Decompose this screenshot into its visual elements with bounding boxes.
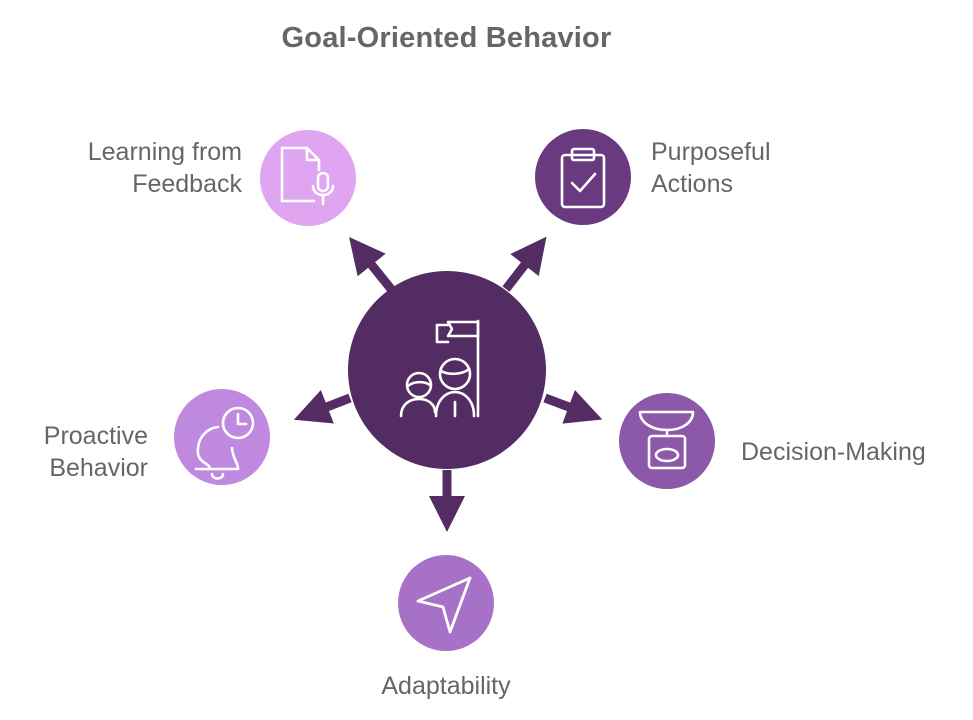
label-decision-making: Decision-Making	[741, 438, 926, 466]
arrow-to-purposeful-actions	[502, 236, 547, 292]
node-adaptability	[398, 555, 494, 651]
document-microphone-icon	[280, 146, 335, 206]
node-decision-making	[619, 393, 715, 489]
label-purposeful-actions: Purposeful Actions	[651, 138, 771, 198]
connector-arrows	[293, 236, 603, 532]
center-node	[348, 271, 546, 469]
label-learning-from-feedback: Learning from Feedback	[87, 138, 242, 198]
clipboard-check-icon	[560, 147, 606, 209]
arrow-to-decision-making	[543, 389, 603, 424]
label-adaptability: Adaptability	[381, 672, 511, 700]
scale-icon	[638, 410, 695, 470]
diagram-title: Goal-Oriented Behavior	[281, 22, 612, 54]
label-proactive-behavior: Proactive Behavior	[43, 422, 148, 482]
arrow-to-learning-from-feedback	[349, 236, 395, 292]
node-purposeful-actions	[535, 129, 631, 225]
node-proactive-behavior	[174, 389, 270, 485]
bell-clock-icon	[194, 406, 255, 480]
arrow-to-proactive-behavior	[293, 389, 352, 424]
navigation-arrow-icon	[416, 576, 472, 634]
team-goal-flag-icon	[399, 319, 480, 418]
node-learning-from-feedback	[260, 130, 356, 226]
